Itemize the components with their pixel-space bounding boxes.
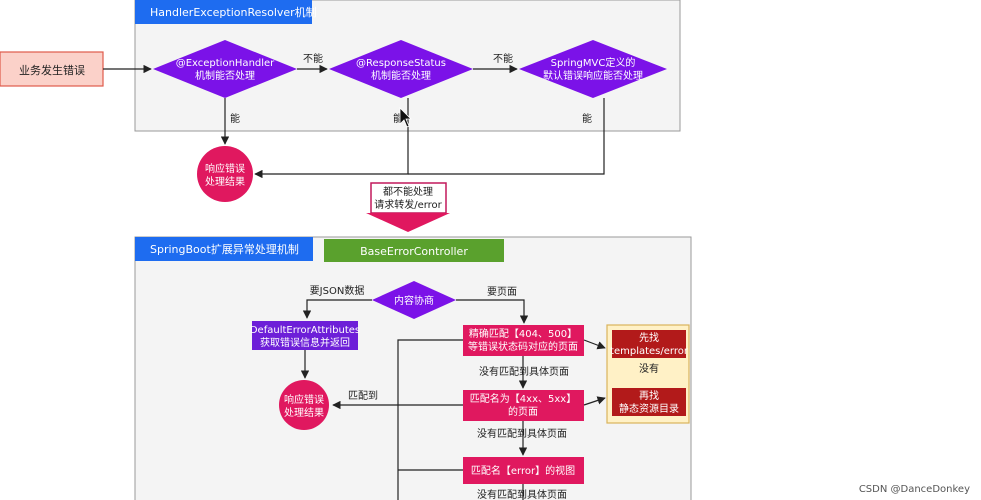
result-circle-1 xyxy=(197,146,253,202)
start-node-label: 业务发生错误 xyxy=(19,63,85,77)
templates-error-line1: 先找 xyxy=(639,331,659,344)
base-error-controller-label: BaseErrorController xyxy=(360,245,468,258)
label-want-json: 要JSON数据 xyxy=(310,284,365,297)
default-error-attributes-line2: 获取错误信息并返回 xyxy=(260,336,350,349)
springboot-container xyxy=(134,236,692,500)
decision-springmvc-default-line1: SpringMVC定义的 xyxy=(551,56,636,69)
watermark: CSDN @DanceDonkey xyxy=(859,484,970,495)
decision-response-status-line2: 机制能否处理 xyxy=(371,69,431,82)
arrow-exact-to-panel xyxy=(583,339,606,350)
label-no-1: 不能 xyxy=(303,52,323,65)
fuzzy-match-line1: 匹配名为【4xx、5xx】 xyxy=(470,392,576,405)
label-yes-1: 能 xyxy=(230,112,240,125)
templates-error-line2: templates/error xyxy=(610,346,689,357)
resolver-title: HandlerExceptionResolver机制 xyxy=(150,5,317,19)
label-yes-3: 能 xyxy=(582,112,592,125)
decision-springmvc-default xyxy=(519,40,667,98)
arrow-matched-to-result xyxy=(397,339,463,500)
resolver-title-tab xyxy=(135,0,312,24)
springboot-title-tab xyxy=(135,237,313,261)
decision-springmvc-default-line2: 默认错误响应能否处理 xyxy=(543,69,643,82)
forward-arrow xyxy=(366,213,450,232)
label-not-matched-3: 没有匹配到具体页面 xyxy=(477,488,567,500)
arrow-want-page xyxy=(456,299,529,324)
label-yes-2: 能 xyxy=(393,112,403,125)
label-no-2: 不能 xyxy=(493,52,513,65)
default-error-attributes xyxy=(252,321,358,350)
decision-content-negotiation-label: 内容协商 xyxy=(394,294,434,307)
decision-exception-handler-line2: 机制能否处理 xyxy=(195,69,255,82)
label-want-page: 要页面 xyxy=(487,286,517,298)
label-matched: 匹配到 xyxy=(348,390,378,402)
springboot-title: SpringBoot扩展异常处理机制 xyxy=(150,242,299,256)
result-circle-2-line2: 处理结果 xyxy=(284,406,324,419)
decision-exception-handler xyxy=(153,40,297,98)
fuzzy-match-line2: 的页面 xyxy=(508,405,538,418)
decision-content-negotiation xyxy=(372,281,456,319)
error-view-box xyxy=(463,457,584,484)
decision-exception-handler-line1: @ExceptionHandler xyxy=(176,58,275,69)
base-error-controller xyxy=(324,239,504,262)
default-error-attributes-line1: DefaultErrorAttributes xyxy=(250,325,360,336)
fuzzy-match-box xyxy=(463,390,584,421)
forward-box-line1: 都不能处理 xyxy=(383,185,433,198)
templates-error-box xyxy=(612,330,686,358)
forward-box xyxy=(370,182,447,214)
static-resources-box xyxy=(612,388,686,416)
arrow-d3-yes xyxy=(408,98,605,175)
decision-response-status-line1: @ResponseStatus xyxy=(356,58,446,69)
result-circle-1-line1: 响应错误 xyxy=(205,162,245,175)
static-resources-line2: 静态资源目录 xyxy=(619,402,679,415)
none-found-label: 没有 xyxy=(639,362,659,375)
exact-match-line1: 精确匹配【404、500】 xyxy=(469,327,577,340)
arrow-want-json xyxy=(302,299,372,319)
forward-box-line2: 请求转发/error xyxy=(374,198,442,211)
result-circle-1-line2: 处理结果 xyxy=(205,175,245,188)
error-view-label: 匹配名【error】的视图 xyxy=(471,464,575,477)
mouse-cursor-icon xyxy=(399,107,412,128)
decision-response-status xyxy=(329,40,473,98)
result-circle-2 xyxy=(279,380,329,430)
label-not-matched-2: 没有匹配到具体页面 xyxy=(477,427,567,440)
arrow-fuzzy-to-panel xyxy=(583,396,606,406)
result-circle-2-line1: 响应错误 xyxy=(284,393,324,406)
exact-match-box xyxy=(463,325,584,356)
static-resources-line1: 再找 xyxy=(639,389,659,402)
exact-match-line2: 等错误状态码对应的页面 xyxy=(468,340,578,353)
label-not-matched-1: 没有匹配到具体页面 xyxy=(479,365,569,378)
